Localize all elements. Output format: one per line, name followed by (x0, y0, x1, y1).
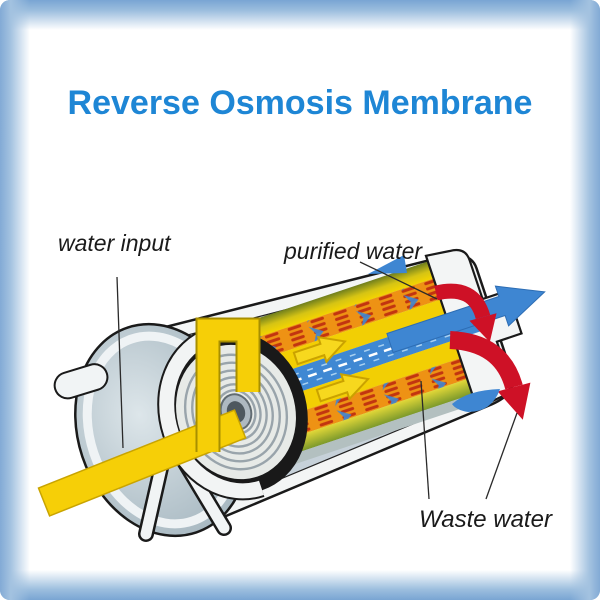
layer-green-bottom (284, 377, 478, 456)
feed-flow-arrow-top (292, 335, 347, 366)
waste-water-arrows (434, 283, 531, 420)
permeate-flow-ticks-2 (302, 323, 483, 386)
input-pipe (37, 409, 247, 517)
permeate-flow-ticks-1 (292, 312, 480, 376)
leader-waste-water-left (420, 380, 430, 500)
top-port-wedge (368, 255, 407, 274)
leader-purified-water (359, 261, 438, 300)
bottom-port-crescent (452, 389, 500, 412)
layer-orange-bottom-permeate (285, 356, 473, 438)
waste-arrow-lower-head (497, 382, 531, 420)
label-waste-water: Waste water (419, 506, 553, 533)
leader-water-input (116, 276, 124, 449)
input-elbow (197, 319, 259, 452)
leader-waste-water-right (485, 412, 518, 500)
end-cap-stub (53, 363, 109, 400)
leader-lines (116, 261, 518, 500)
feed-flow-arrow-bottom (315, 373, 371, 403)
label-purified-water: purified water (283, 238, 423, 264)
water-input-pipe (37, 317, 261, 517)
waste-arrow-upper-curve (434, 283, 491, 320)
layer-orange-top-permeate (259, 276, 447, 358)
housing-cut-band (159, 329, 264, 499)
label-water-input: water input (58, 230, 172, 256)
layer-gray-bottom (289, 392, 482, 465)
page-title: Reverse Osmosis Membrane (67, 84, 533, 122)
waste-arrow-lower-curve (449, 331, 523, 390)
purified-water-arrow (386, 285, 546, 354)
layer-olive-top (233, 259, 440, 344)
waste-arrow-upper-head (469, 313, 497, 343)
